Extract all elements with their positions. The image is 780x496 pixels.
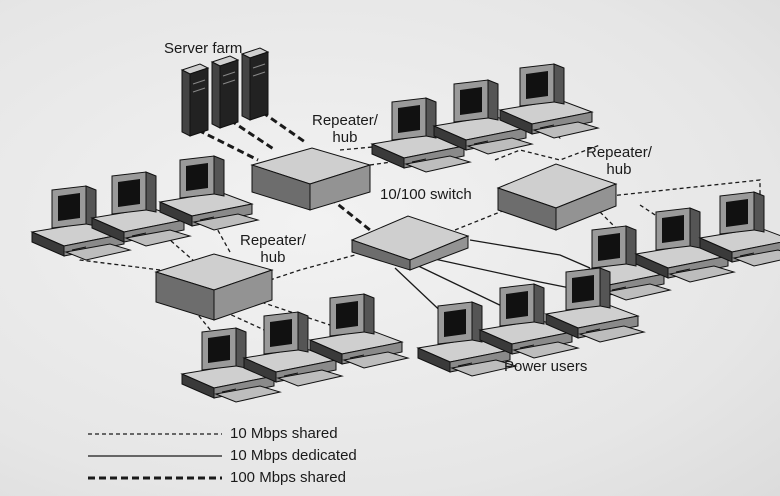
- power-users-label: Power users: [504, 358, 588, 375]
- repeater-hub-left-label: Repeater/ hub: [240, 232, 306, 266]
- repeater-hub-right: [496, 163, 618, 231]
- workstation-icon: [159, 155, 259, 231]
- legend-label-10mbps-dedicated: 10 Mbps dedicated: [230, 447, 357, 464]
- repeater-hub-top: [250, 147, 372, 211]
- server-icon: [241, 47, 269, 121]
- switch-label: 10/100 switch: [380, 186, 472, 203]
- legend-label-10mbps-shared: 10 Mbps shared: [230, 425, 338, 442]
- workstation-icon: [309, 293, 409, 369]
- repeater-hub-top-label: Repeater/ hub: [312, 112, 378, 146]
- switch-10-100: [350, 215, 470, 271]
- server-icon: [211, 55, 239, 129]
- links-100mbps-shared: [197, 110, 371, 232]
- repeater-hub-left: [154, 253, 274, 321]
- server-farm: [181, 47, 269, 137]
- repeater-hub-right-label: Repeater/ hub: [586, 144, 652, 178]
- server-icon: [181, 63, 209, 137]
- workstation-icon: [499, 63, 599, 139]
- legend-label-100mbps-shared: 100 Mbps shared: [230, 469, 346, 486]
- legend-lines: [88, 433, 222, 480]
- server-farm-label: Server farm: [164, 40, 243, 57]
